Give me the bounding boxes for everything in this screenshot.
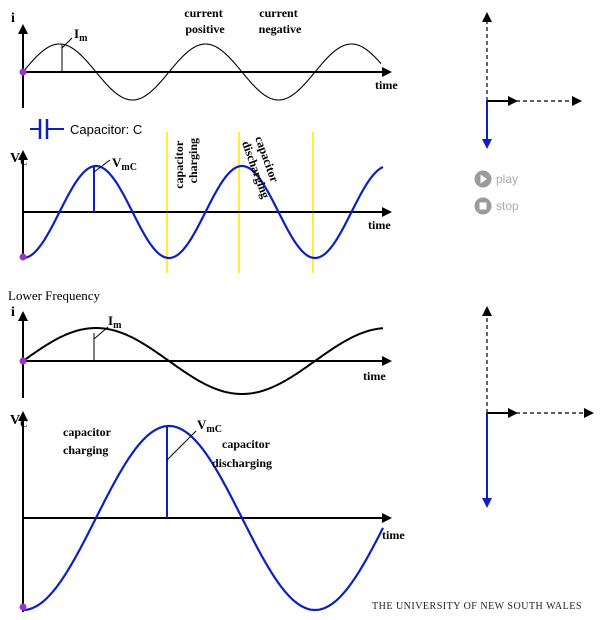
stop-icon [474,197,492,215]
play-icon [474,170,492,188]
bottom-voltage-waveform [23,424,384,612]
bottom-voltage-graph: VC VmC capacitor charging capacitor disc… [10,411,405,612]
top-voltage-amplitude-leader [93,159,111,173]
play-label: play [496,172,519,186]
top-current-origin-dot [19,68,27,76]
capacitor-label: Capacitor: C [70,122,142,137]
bottom-phasor-diagram [482,306,594,508]
top-current-graph: i Im current positive current negative t… [11,6,398,108]
top-phasor-diagram [482,12,582,149]
top-voltage-axis-label: VC [10,151,27,168]
play-button[interactable]: play [474,170,518,188]
top-current-amp-label: Im [74,26,88,44]
bottom-annotation-charging: capacitor charging [63,425,114,457]
capacitor-symbol-icon [30,119,64,139]
bottom-voltage-amplitude-leader [166,430,197,461]
bottom-voltage-origin-dot [19,603,27,611]
current-negative-label: current negative [259,6,302,36]
bottom-current-graph: i Im time [11,305,392,398]
bottom-current-amplitude-leader [93,326,109,340]
top-voltage-waveform [23,164,384,260]
top-voltage-amp-label: VmC [112,155,137,173]
top-voltage-origin-dot [19,253,27,261]
bottom-annotation-discharging: capacitor discharging [212,437,273,470]
bottom-current-axis-label: i [11,305,15,320]
bottom-current-origin-dot [19,357,27,365]
bottom-voltage-amp-label: VmC [197,417,222,435]
footer-credit: THE UNIVERSITY OF NEW SOUTH WALES [372,601,582,612]
bottom-current-time-label: time [363,369,386,383]
top-voltage-graph: VC VmC capacitor charging capacitor disc… [10,132,392,273]
stop-label: stop [496,199,519,213]
bottom-voltage-time-label: time [382,528,405,542]
top-current-time-label: time [375,78,398,92]
top-current-amplitude-leader [61,37,73,49]
current-positive-label: current positive [184,6,225,36]
bottom-current-amp-label: Im [108,313,122,331]
lower-frequency-title: Lower Frequency [8,288,101,303]
top-current-waveform [22,43,382,101]
top-annotation-charging: capacitor charging [172,138,200,189]
stop-button[interactable]: stop [474,197,519,215]
top-current-axis-label: i [11,11,15,26]
bottom-voltage-axis-label: VC [10,413,27,430]
top-voltage-time-label: time [368,218,391,232]
bottom-current-waveform [22,327,384,395]
